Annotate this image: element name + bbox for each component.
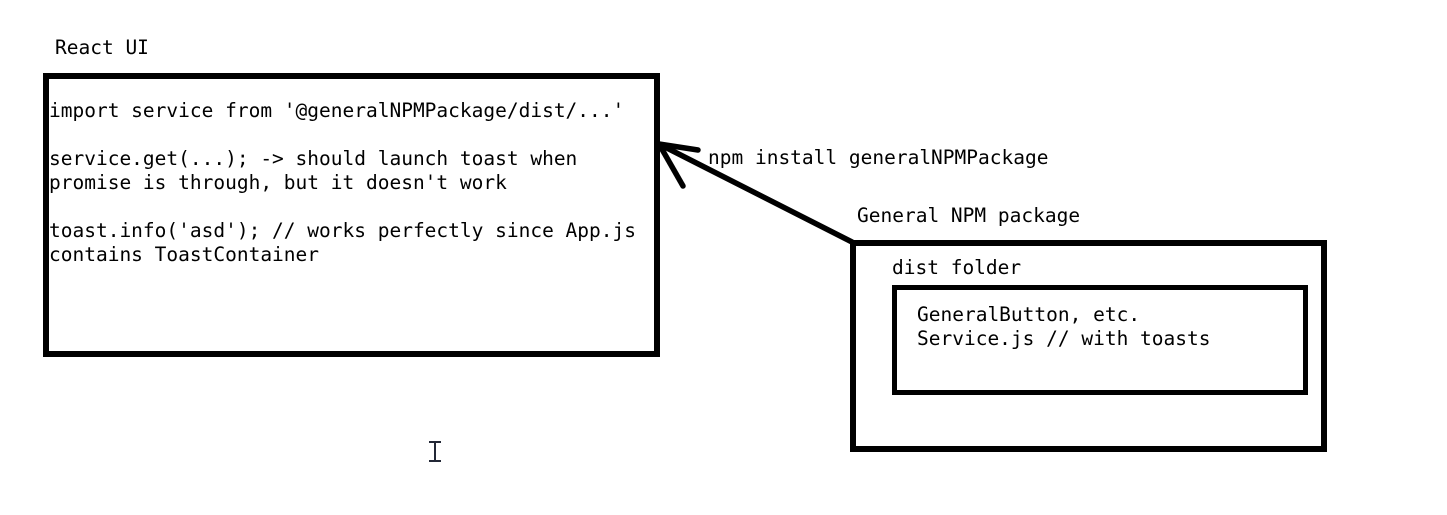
react-ui-code-text: import service from '@generalNPMPackage/… — [49, 99, 636, 266]
dist-folder-label: dist folder — [892, 256, 1022, 279]
react-ui-box: import service from '@generalNPMPackage/… — [43, 73, 660, 357]
dist-folder-box: GeneralButton, etc. Service.js // with t… — [892, 285, 1308, 395]
dist-folder-contents-text: GeneralButton, etc. Service.js // with t… — [917, 303, 1211, 350]
react-ui-label: React UI — [55, 36, 149, 59]
general-npm-package-label: General NPM package — [857, 204, 1081, 227]
npm-install-label: npm install generalNPMPackage — [708, 146, 1049, 169]
